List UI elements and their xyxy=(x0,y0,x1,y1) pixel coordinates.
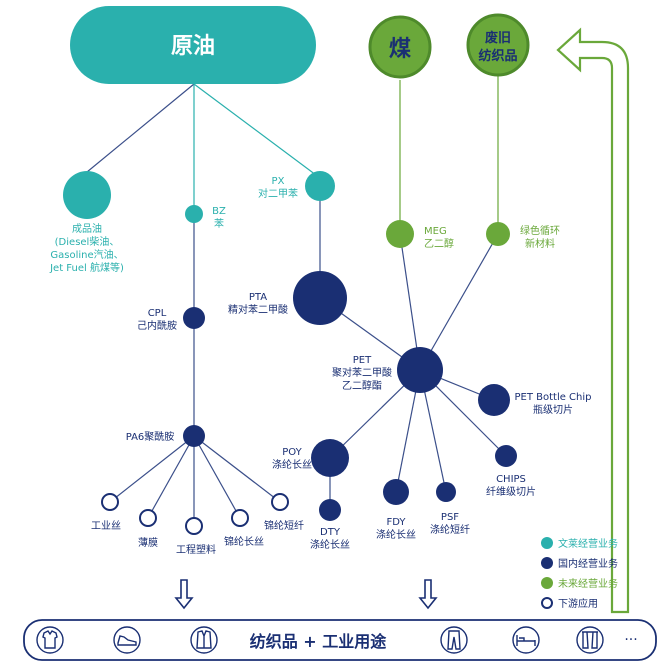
legend-future-swatch xyxy=(541,577,553,589)
pet-label-3: 乙二醇酯 xyxy=(342,379,382,392)
coal-label: 煤 xyxy=(389,36,411,62)
bottom-bar-ellipsis: ··· xyxy=(624,632,637,648)
chips-node xyxy=(495,445,517,467)
nylon-staple-node xyxy=(271,493,289,511)
pet-label-1: PET xyxy=(353,355,372,366)
engineering-plastic-label: 工程塑料 xyxy=(176,543,216,556)
meg-label-1: MEG xyxy=(424,226,447,237)
sneaker-icon xyxy=(113,626,141,654)
meg-node xyxy=(386,220,414,248)
bottom-icons xyxy=(36,626,604,654)
poy-label-2: 涤纶长丝 xyxy=(272,458,312,471)
green-recycle-label-1: 绿色循环 xyxy=(520,224,560,237)
legend: 文莱经营业务 国内经营业务 未来经营业务 下游应用 xyxy=(541,537,618,610)
dty-node xyxy=(319,499,341,521)
film-node xyxy=(139,509,157,527)
cpl-label-2: 己内酰胺 xyxy=(137,319,177,332)
pa6-label: PA6聚酰胺 xyxy=(126,430,175,443)
pta-label-1: PTA xyxy=(249,292,267,303)
coal-node xyxy=(368,15,432,79)
line-pa6-film xyxy=(147,435,195,519)
bed-icon xyxy=(512,626,540,654)
cpl-label-1: CPL xyxy=(148,308,167,319)
px-label-1: PX xyxy=(272,176,285,187)
downstream-nodes xyxy=(101,493,289,535)
cpl-node xyxy=(183,307,205,329)
bz-node xyxy=(185,205,203,223)
navy-labels: PTA 精对苯二甲酸 CPL 己内酰胺 PET 聚对苯二甲酸 乙二醇酯 PET … xyxy=(91,292,592,556)
shirt-icon xyxy=(36,626,64,654)
line-pa6-filament xyxy=(193,435,241,519)
bz-label-1: BZ xyxy=(212,206,226,217)
green-recycle-node xyxy=(486,222,510,246)
nylon-filament-node xyxy=(231,509,249,527)
legend-domestic-swatch xyxy=(541,557,553,569)
line-crude-px xyxy=(193,83,321,179)
crude-oil-node xyxy=(70,6,316,84)
legend-brunei-swatch xyxy=(541,537,553,549)
line-crude-refined xyxy=(86,83,195,173)
psf-label-2: 涤纶短纤 xyxy=(430,523,470,536)
meg-label-2: 乙二醇 xyxy=(424,237,454,250)
down-arrows xyxy=(174,579,438,610)
refined-oil-node xyxy=(63,171,111,219)
jacket-icon xyxy=(190,626,218,654)
pet-bottle-label-2: 瓶级切片 xyxy=(533,403,573,416)
recycle-arrow xyxy=(556,27,630,614)
teal-labels: 成品油 (Diesel柴油、 Gasoline汽油、 Jet Fuel 航煤等)… xyxy=(49,176,298,274)
pta-label-2: 精对苯二甲酸 xyxy=(228,303,288,316)
dty-label-1: DTY xyxy=(320,527,341,538)
refined-oil-label-1: 成品油 xyxy=(72,222,102,235)
fdy-node xyxy=(383,479,409,505)
bz-label-2: 苯 xyxy=(214,217,224,230)
down-arrow-left-icon xyxy=(174,579,194,610)
pta-node xyxy=(293,271,347,325)
px-node xyxy=(305,171,335,201)
legend-brunei-label: 文莱经营业务 xyxy=(558,537,618,550)
psf-node xyxy=(436,482,456,502)
pet-bottle-node xyxy=(478,384,510,416)
curtain-icon xyxy=(576,626,604,654)
chips-label-2: 纤维级切片 xyxy=(486,485,536,498)
industrial-yarn-node xyxy=(101,493,119,511)
green-recycle-label-2: 新材料 xyxy=(525,237,555,250)
chips-label-1: CHIPS xyxy=(496,474,526,485)
engineering-plastic-node xyxy=(185,517,203,535)
industrial-yarn-label: 工业丝 xyxy=(91,520,121,532)
legend-downstream-swatch xyxy=(541,597,553,609)
crude-oil-label: 原油 xyxy=(171,34,215,59)
film-label: 薄膜 xyxy=(138,536,158,549)
legend-domestic-label: 国内经营业务 xyxy=(558,557,618,570)
nylon-staple-label: 锦纶短纤 xyxy=(264,519,304,532)
dty-label-2: 涤纶长丝 xyxy=(310,538,350,551)
refined-oil-label-3: Gasoline汽油、 xyxy=(50,248,123,261)
poy-label-1: POY xyxy=(282,447,302,458)
green-labels: MEG 乙二醇 绿色循环 新材料 xyxy=(424,224,560,250)
fdy-label-1: FDY xyxy=(386,517,406,528)
fdy-label-2: 涤纶长丝 xyxy=(376,528,416,541)
trousers-icon xyxy=(440,626,468,654)
refined-oil-label-4: Jet Fuel 航煤等) xyxy=(49,261,124,274)
poy-node xyxy=(311,439,349,477)
pa6-node xyxy=(183,425,205,447)
bottom-bar xyxy=(23,619,657,661)
refined-oil-label-2: (Diesel柴油、 xyxy=(55,235,120,248)
legend-downstream-label: 下游应用 xyxy=(558,597,598,610)
waste-textile-label-1: 废旧 xyxy=(485,30,511,46)
line-pa6-industrial xyxy=(109,435,195,503)
waste-textile-label-2: 纺织品 xyxy=(478,48,517,64)
down-arrow-right-icon xyxy=(418,579,438,610)
bottom-bar-text: 纺织品 + 工业用途 xyxy=(250,632,388,651)
px-label-2: 对二甲苯 xyxy=(258,187,298,200)
waste-textile-node xyxy=(466,13,530,77)
nylon-filament-label: 锦纶长丝 xyxy=(224,535,264,548)
pet-label-2: 聚对苯二甲酸 xyxy=(332,366,392,379)
psf-label-1: PSF xyxy=(441,512,459,523)
pet-bottle-label-1: PET Bottle Chip xyxy=(514,392,591,403)
pet-node xyxy=(397,347,443,393)
line-green-pet xyxy=(419,233,499,371)
legend-future-label: 未来经营业务 xyxy=(558,577,618,590)
line-pa6-staple xyxy=(193,435,281,503)
